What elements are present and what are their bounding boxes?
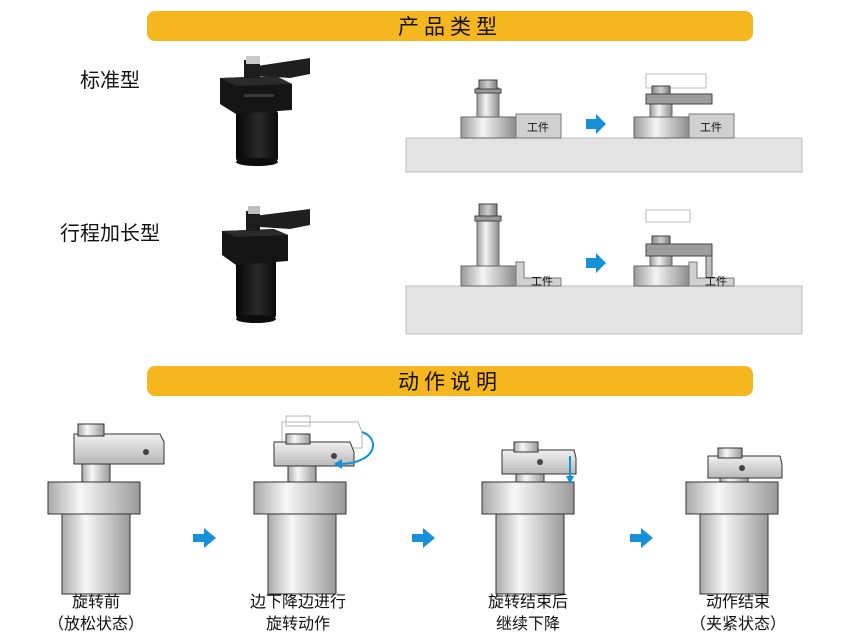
step-4-illustration bbox=[685, 447, 783, 595]
step-caption-4: 动作结束 （夹紧状态） bbox=[676, 591, 800, 635]
workpiece-label: 工件 bbox=[700, 121, 722, 134]
step-1-illustration bbox=[47, 423, 165, 595]
step-caption-line: 旋转动作 bbox=[265, 614, 330, 633]
right-arrow-icon bbox=[412, 528, 435, 548]
step-2-illustration bbox=[253, 415, 374, 595]
step-caption-line: 继续下降 bbox=[495, 614, 560, 633]
workpiece bbox=[515, 113, 562, 139]
type-label-standard: 标准型 bbox=[80, 68, 140, 92]
rotation-arrow-icon bbox=[341, 431, 374, 465]
standard-clamp-photo bbox=[220, 56, 310, 166]
section-title: 动作说明 bbox=[398, 370, 502, 394]
step-caption-line: （夹紧状态） bbox=[689, 614, 786, 633]
step-caption-line: （放松状态） bbox=[47, 614, 144, 633]
action-steps-diagram bbox=[47, 415, 783, 595]
clamp-body bbox=[460, 116, 517, 139]
standard-clamp-diagram: 工件 工件 bbox=[405, 73, 803, 173]
section-banner-product-types: 产品类型 bbox=[147, 11, 753, 41]
right-arrow-icon bbox=[586, 114, 606, 134]
section-banner-action-description: 动作说明 bbox=[147, 366, 753, 396]
step-3-illustration bbox=[481, 441, 577, 595]
step-caption-line: 动作结束 bbox=[705, 592, 770, 611]
right-arrow-icon bbox=[630, 528, 653, 548]
step-caption-line: 旋转前 bbox=[71, 592, 120, 611]
step-caption-2: 边下降边进行 旋转动作 bbox=[228, 591, 368, 635]
workpiece-label: 工件 bbox=[527, 121, 549, 134]
extended-stroke-clamp-photo bbox=[222, 206, 310, 323]
step-caption-1: 旋转前 （放松状态） bbox=[34, 591, 158, 635]
workpiece-label: 工件 bbox=[705, 275, 727, 288]
right-arrow-icon bbox=[193, 528, 216, 548]
type-label-extended-stroke: 行程加长型 bbox=[60, 221, 160, 245]
extended-stroke-clamp-diagram: 工件 工件 bbox=[405, 203, 803, 335]
section-title: 产品类型 bbox=[398, 15, 502, 39]
step-caption-line: 边下降边进行 bbox=[249, 592, 346, 611]
step-caption-3: 旋转结束后 继续下降 bbox=[466, 591, 590, 635]
step-caption-line: 旋转结束后 bbox=[487, 592, 568, 611]
workpiece-label: 工件 bbox=[531, 275, 553, 288]
right-arrow-icon bbox=[586, 253, 606, 273]
